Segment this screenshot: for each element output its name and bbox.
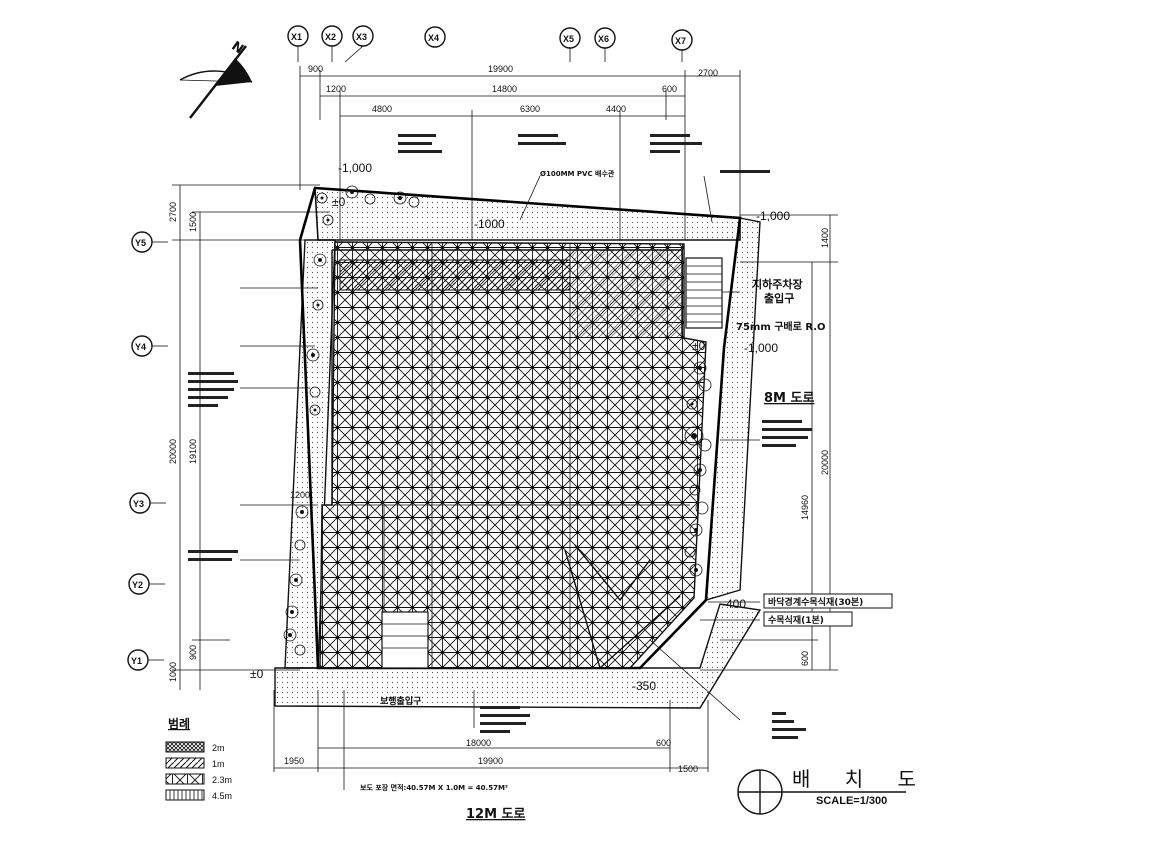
- paving-area: [319, 241, 723, 670]
- dim-top-600: 600: [662, 84, 677, 94]
- level-minus1000-right: -1,000: [756, 209, 790, 223]
- level-pm0-right: ±0: [692, 339, 706, 353]
- grid-x4: X4: [428, 33, 439, 43]
- grid-y5: Y5: [135, 238, 146, 248]
- note-parking-entrance-2: 출입구: [764, 291, 794, 305]
- drawing-scale: SCALE=1/300: [816, 795, 887, 807]
- note-area: 보도 포장 면적:40.57M X 1.0M = 40.57M²: [360, 783, 508, 792]
- grid-x7: X7: [675, 36, 686, 46]
- grid-y2: Y2: [132, 580, 143, 590]
- grid-y4: Y4: [135, 342, 146, 352]
- dim-left-1000: 1000: [168, 662, 178, 682]
- dim-top-1200: 1200: [326, 84, 346, 94]
- tag-30: 바닥경계수목식재(30본): [768, 596, 863, 608]
- annotations: Ø100MM PVC 배수관 75mm 구배로 R.O 지하주차장 출입구 8M…: [188, 134, 893, 822]
- ramp-steps: [686, 265, 722, 323]
- note-parking-entrance-1: 지하주차장: [752, 277, 803, 291]
- level-minus350: -350: [632, 679, 656, 693]
- north-arrow-icon: N: [179, 39, 253, 119]
- grid-x-bubbles: X1 X2 X3 X4 X5 X6 X7: [287, 25, 693, 63]
- note-pedestrian-entrance: 보행출입구: [380, 695, 421, 707]
- grid-x6: X6: [598, 34, 609, 44]
- note-ramp-slope: 75mm 구배로 R.O: [736, 320, 826, 333]
- dim-bottom-1950: 1950: [284, 756, 304, 766]
- dimension-lines-top: 900 19900 2700 1200 14800 600 4800 6300 …: [299, 64, 741, 240]
- grid-x2: X2: [325, 32, 336, 42]
- dim-right-20000: 20000: [820, 450, 830, 475]
- dim-top-900: 900: [308, 64, 323, 74]
- road-label-right: 8M 도로: [764, 391, 814, 406]
- dim-right-14960: 14960: [800, 495, 810, 520]
- dim-top-19900: 19900: [488, 64, 513, 74]
- legend-item-2: 1m: [212, 759, 225, 769]
- dim-top-4800: 4800: [372, 104, 392, 114]
- grid-y1: Y1: [131, 656, 142, 666]
- legend: 범례 2m 1m 2.3m 4.5m: [165, 716, 232, 801]
- level-minus1000-mid: -1000: [474, 217, 505, 231]
- dim-left-900: 900: [188, 645, 198, 660]
- legend-item-4: 4.5m: [212, 791, 232, 801]
- dim-top-14800: 14800: [492, 84, 517, 94]
- legend-item-3: 2.3m: [212, 775, 232, 785]
- dim-top-4400: 4400: [606, 104, 626, 114]
- legend-item-1: 2m: [212, 743, 225, 753]
- tag-1: 수목식재(1본): [768, 614, 824, 626]
- dim-top-2700: 2700: [698, 68, 718, 78]
- grid-y3: Y3: [133, 499, 144, 509]
- grid-x3: X3: [356, 32, 367, 42]
- dim-bottom-19900: 19900: [478, 756, 503, 766]
- dim-right-600: 600: [800, 651, 810, 666]
- level-pm0-top: ±0: [332, 195, 346, 209]
- title-block: 배 치 도 SCALE=1/300: [737, 767, 930, 815]
- grid-x1: X1: [291, 32, 302, 42]
- dim-left-19100: 19100: [188, 439, 198, 464]
- road-label-bottom: 12M 도로: [466, 807, 526, 822]
- dim-bottom-1500: 1500: [678, 764, 698, 774]
- drawing-title: 배 치 도: [792, 767, 930, 791]
- grid-y-bubbles: Y5 Y4 Y3 Y2 Y1: [127, 231, 168, 671]
- trees-right: [684, 361, 712, 577]
- level-minus400: -400: [722, 597, 746, 611]
- note-pvc-pipe: Ø100MM PVC 배수관: [540, 169, 615, 178]
- north-label: N: [228, 39, 246, 58]
- dim-bottom-600: 600: [656, 738, 671, 748]
- level-minus1000-top: -1,000: [338, 161, 372, 175]
- trees-left: [283, 185, 420, 656]
- dim-right-1400: 1400: [820, 228, 830, 248]
- dim-left-2700: 2700: [168, 202, 178, 222]
- dim-left-1500: 1500: [188, 212, 198, 232]
- site-boundary: [274, 186, 762, 709]
- leader-lines: [240, 175, 760, 790]
- level-pm0-bottom: ±0: [250, 667, 264, 681]
- legend-title: 범례: [168, 716, 190, 731]
- dim-left-20000: 20000: [168, 439, 178, 464]
- level-minus1000-right2: -1,000: [744, 341, 778, 355]
- dim-bottom-18000: 18000: [466, 738, 491, 748]
- grid-x5: X5: [563, 34, 574, 44]
- level-marks: -1,000 ±0 -1000 -1,000 ±0 -1,000 -400 -3…: [250, 161, 790, 693]
- dim-top-6300: 6300: [520, 104, 540, 114]
